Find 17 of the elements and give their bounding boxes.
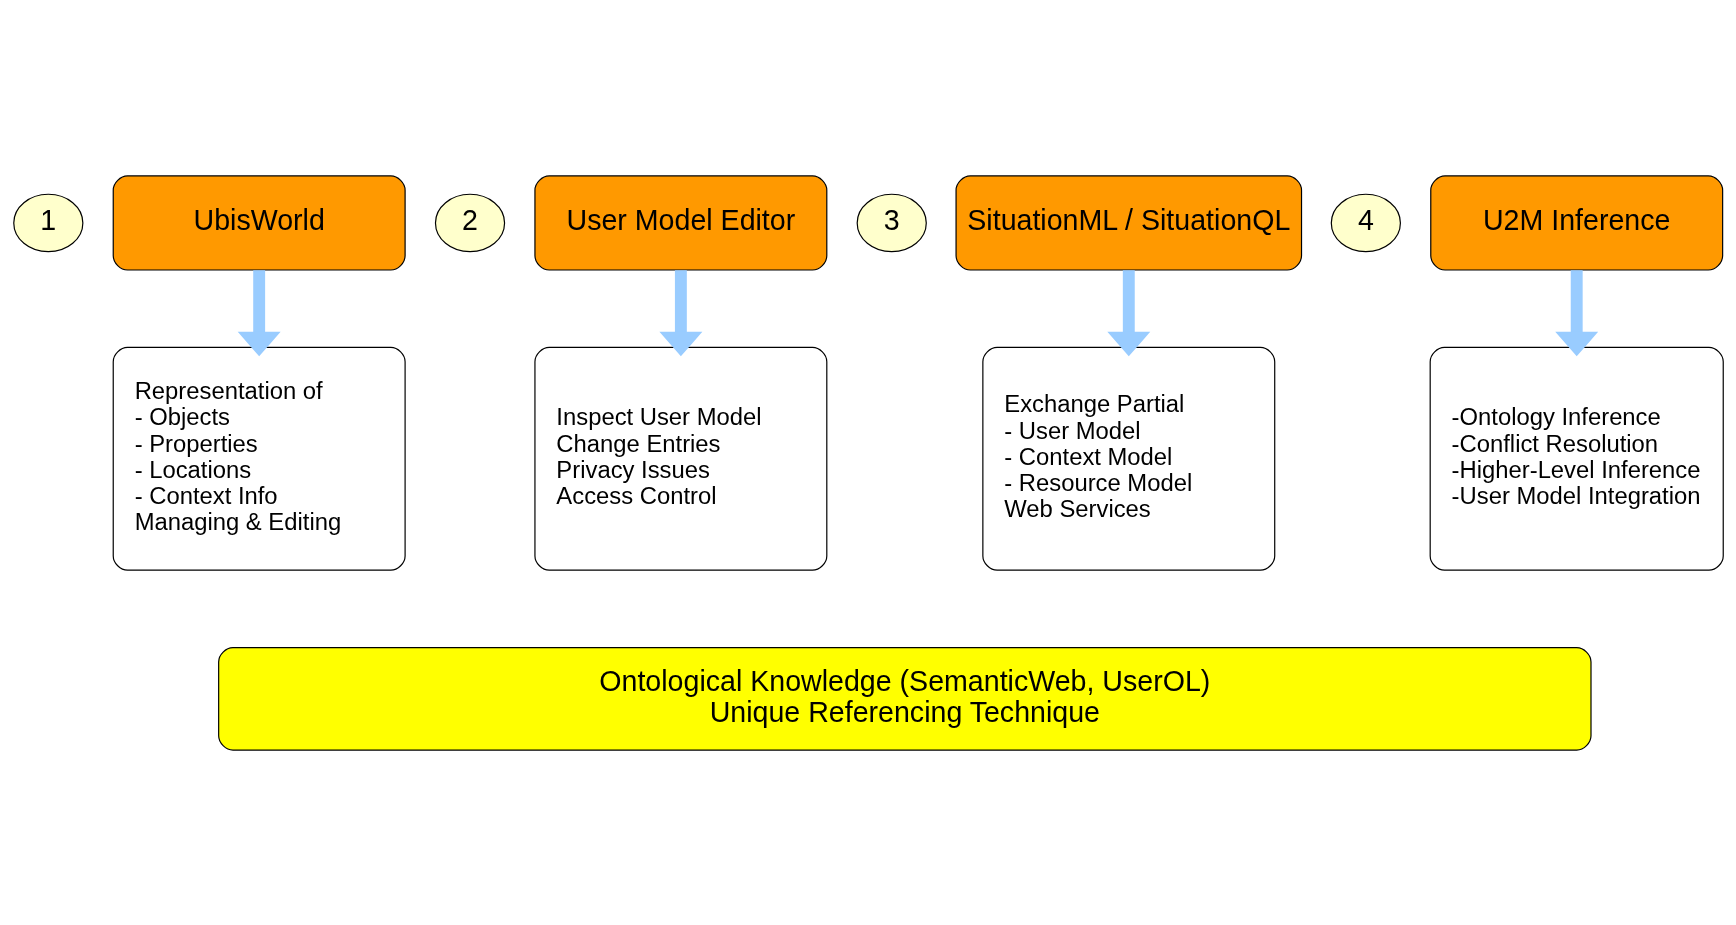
node-box: Exchange Partial - User Model - Context Model - Resource Model Web Services <box>981 346 1275 571</box>
node-box: SituationML / SituationQL <box>954 174 1302 271</box>
node-ellipse: 1 <box>12 193 83 252</box>
arrow <box>1106 269 1150 356</box>
node-box: Representation of - Objects - Properties - Locations - Context Info Managing & Editing <box>112 346 406 571</box>
node-box: UbisWorld <box>112 174 406 271</box>
node-ellipse: 3 <box>856 193 927 252</box>
node-ellipse: 2 <box>434 193 505 252</box>
arrow <box>237 269 281 356</box>
node-box: Ontological Knowledge (SemanticWeb, UserOL) Unique Referencing Technique <box>217 646 1592 751</box>
node-box: -Ontology Inference -Conflict Resolution -Higher-Level Inference -User Model Integration <box>1429 346 1724 571</box>
arrow <box>658 269 702 356</box>
node-ellipse: 4 <box>1330 193 1401 252</box>
node-box: U2M Inference <box>1429 174 1723 271</box>
node-box: Inspect User Model Change Entries Privacy Issues Access Control <box>533 346 827 571</box>
arrow <box>1554 269 1598 356</box>
node-box: User Model Editor <box>533 174 827 271</box>
